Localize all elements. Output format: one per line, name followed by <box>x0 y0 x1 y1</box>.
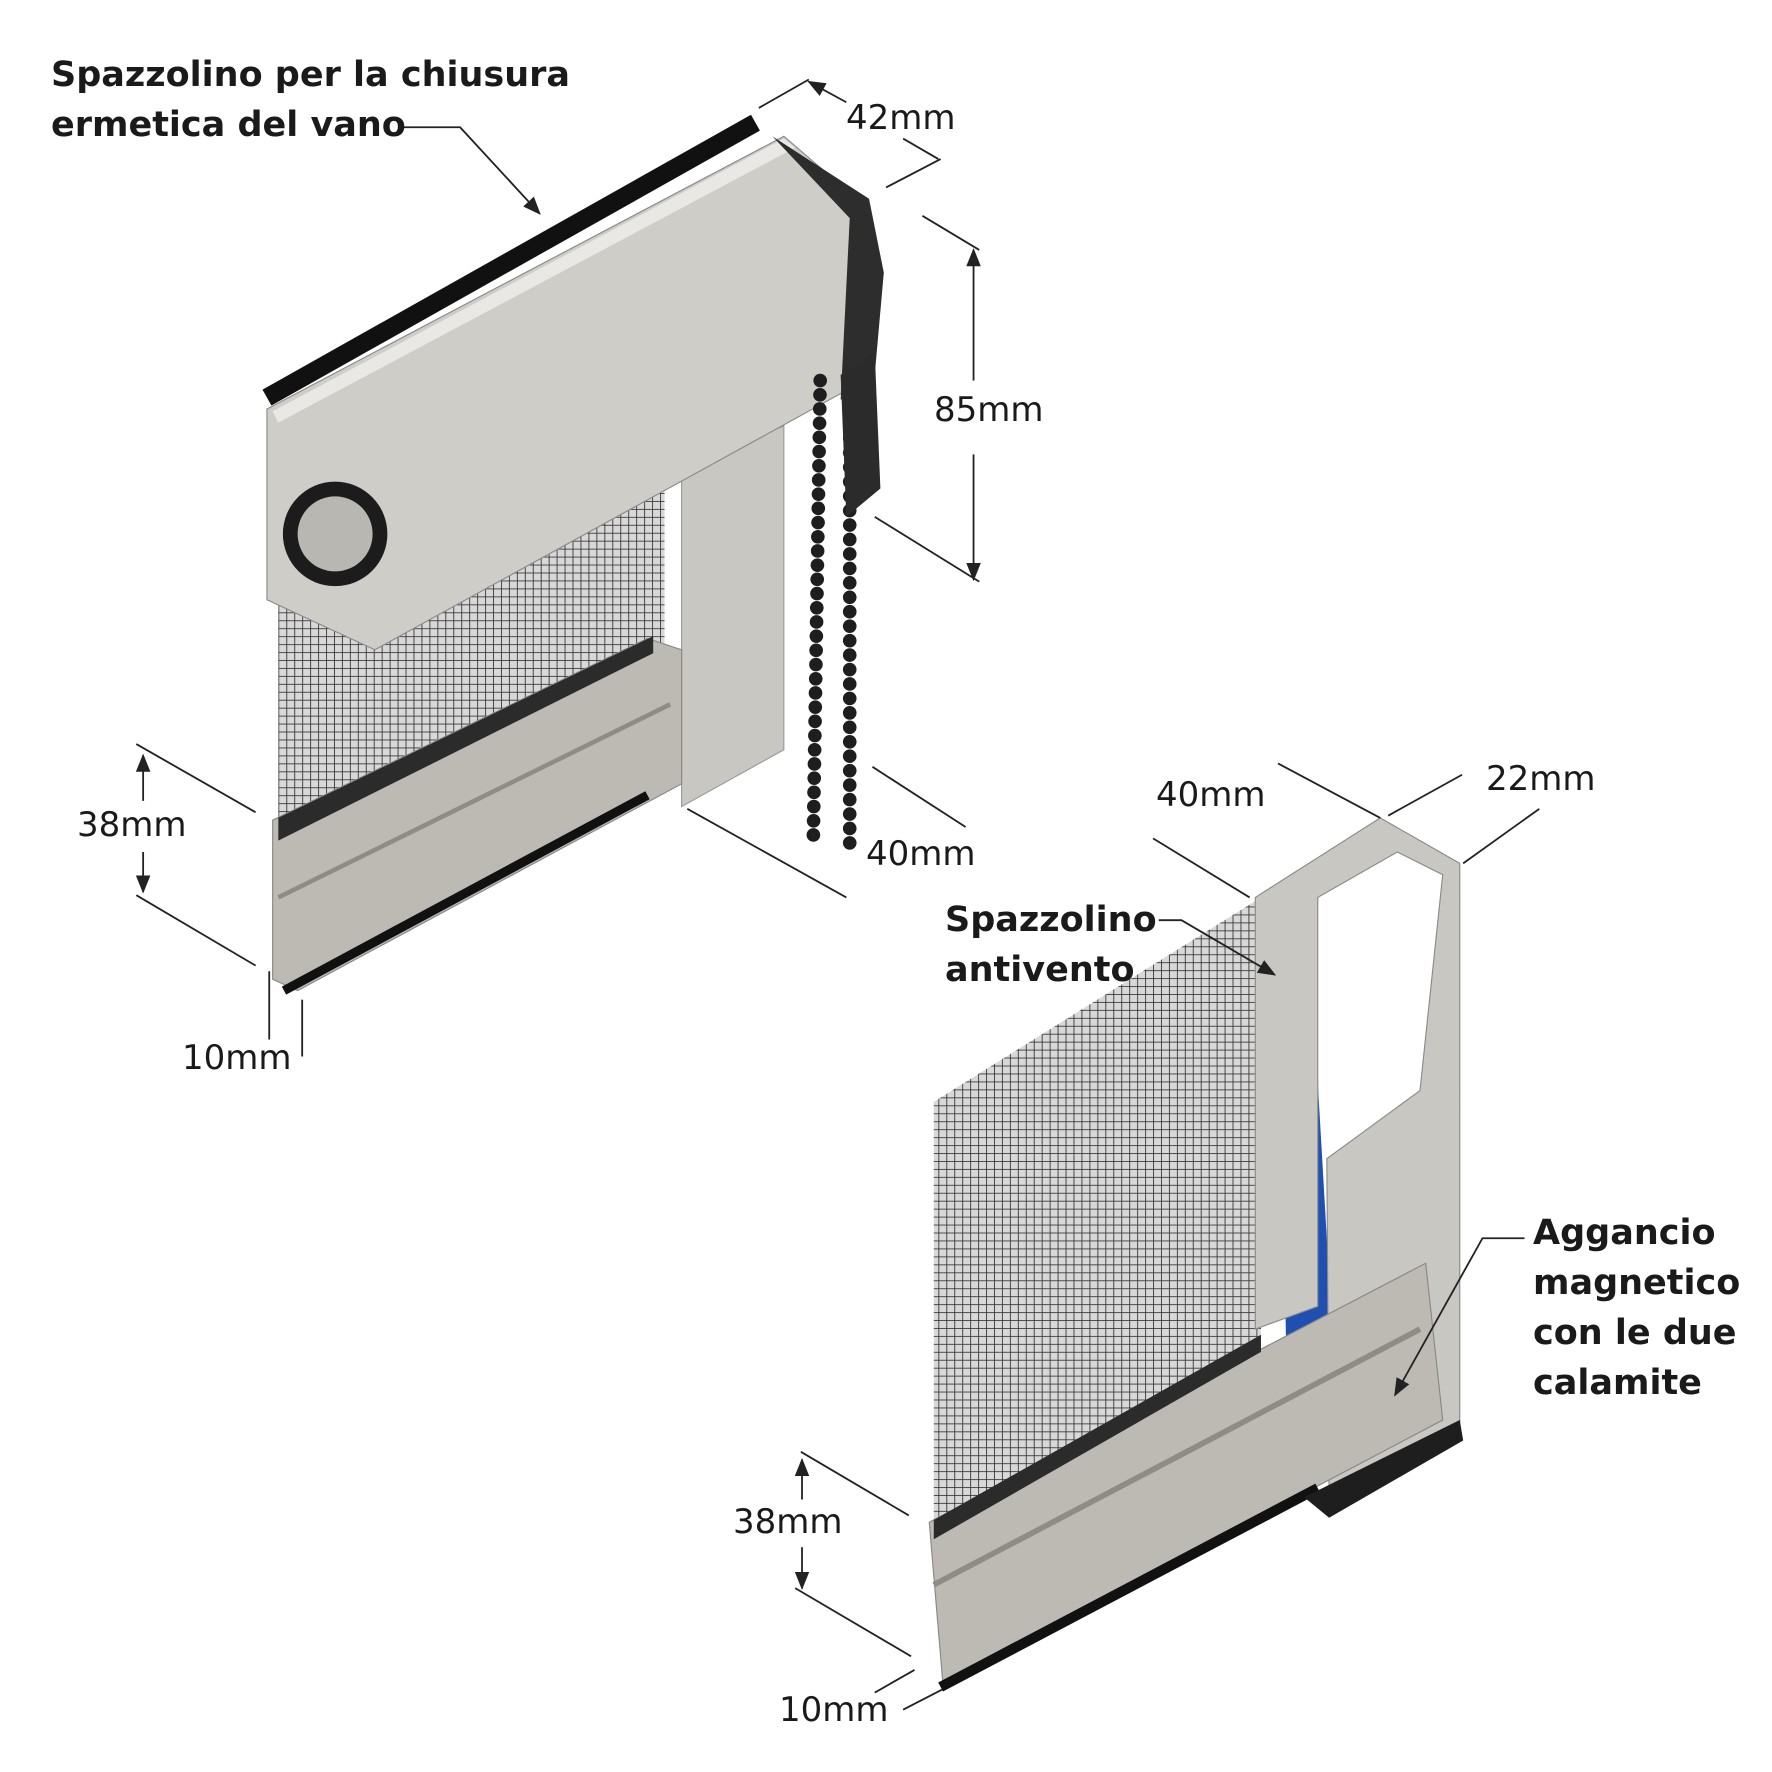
chain-bead <box>842 633 857 648</box>
chain-bead <box>842 532 857 547</box>
chain-bead <box>812 458 826 473</box>
mesh-bottom <box>933 897 1261 1523</box>
chain-bead <box>811 529 825 544</box>
dim-guide-width-bottom: 22mm <box>1486 759 1596 799</box>
dim-brush-top: 10mm <box>182 1038 292 1078</box>
dim-bar-height-top: 38mm <box>77 805 187 845</box>
dim-cassette-height: 85mm <box>934 390 1044 430</box>
chain-bead <box>842 720 857 735</box>
chain-bead <box>811 487 826 501</box>
chain-bead <box>842 590 857 605</box>
dim-brush-bottom: 10mm <box>779 1690 889 1730</box>
chain-bead <box>808 686 823 700</box>
chain-bead <box>811 473 826 487</box>
chain-bead <box>811 515 825 530</box>
chain-bead <box>809 600 824 615</box>
chain-bead <box>842 619 857 634</box>
chain-bead <box>842 778 857 792</box>
label-windproof-brush: Spazzolino antivento <box>945 895 1157 995</box>
label-line: Spazzolino per la chiusura <box>51 55 571 95</box>
chain-bead <box>842 792 857 807</box>
dim-guide-depth-bottom: 40mm <box>1156 775 1266 815</box>
chain-bead <box>809 643 823 658</box>
chain-bead <box>842 604 857 619</box>
top-brush <box>262 114 760 406</box>
chain-bead <box>812 402 827 416</box>
chain-bead <box>806 813 821 828</box>
side-guide-assembly <box>928 817 1464 1692</box>
chain-bead <box>808 714 822 729</box>
chain-bead <box>842 836 857 850</box>
chain-bead <box>807 771 822 785</box>
chain-bead <box>807 757 822 771</box>
chain-bead <box>808 728 822 743</box>
chain-bead <box>812 430 827 445</box>
chain-bead <box>842 821 857 836</box>
roller-cassette-assembly: /* placeholder */ <box>262 114 884 995</box>
chain-bead <box>813 373 828 388</box>
label-line: magnetico <box>1533 1263 1741 1303</box>
chain-bead <box>810 544 825 558</box>
chain-bead <box>842 706 857 720</box>
dimension-lines <box>135 78 1540 1711</box>
chain-bead <box>842 662 857 677</box>
chain-bead <box>812 416 827 430</box>
chain-bead <box>810 586 824 601</box>
chain-bead <box>812 444 826 459</box>
chain-bead <box>808 671 823 686</box>
label-magnetic-hook: Aggancio magnetico con le due calamite <box>1533 1208 1740 1408</box>
chain-bead <box>842 691 857 706</box>
chain-bead <box>806 799 821 814</box>
chain-bracket <box>840 352 881 517</box>
chain-bead <box>842 561 857 576</box>
magnet-base <box>1304 1420 1464 1518</box>
end-cap <box>772 136 884 400</box>
label-line: ermetica del vano <box>51 105 406 145</box>
chain-bead <box>842 807 857 821</box>
dim-guide-depth-top: 40mm <box>866 834 976 874</box>
label-line: calamite <box>1533 1363 1702 1403</box>
chain-bead <box>809 629 824 643</box>
side-guide-top <box>681 425 785 808</box>
chain-bead <box>842 648 857 662</box>
chain-bead <box>842 734 857 749</box>
label-top-brush: Spazzolino per la chiusura ermetica del … <box>51 50 570 150</box>
chain-bead <box>842 576 857 590</box>
chain-bead <box>807 785 821 800</box>
chain-bead <box>842 547 857 561</box>
chain-bead <box>811 501 826 516</box>
chain-bead <box>842 763 857 778</box>
chain-bead <box>809 657 823 672</box>
label-line: Aggancio <box>1533 1213 1716 1253</box>
dim-bar-height-bottom: 38mm <box>733 1502 843 1542</box>
chain-bead <box>810 558 825 572</box>
chain-bead <box>813 387 827 402</box>
chain-bead <box>807 742 822 757</box>
bottom-bar-top <box>272 637 683 992</box>
chain-bead <box>842 749 857 764</box>
chain-bead <box>810 572 825 587</box>
chain-bead <box>808 700 823 714</box>
label-line: antivento <box>945 950 1135 990</box>
chain-bead <box>809 615 824 629</box>
label-line: con le due <box>1533 1313 1737 1353</box>
chain-bead <box>806 828 821 842</box>
dim-cassette-depth: 42mm <box>846 98 956 138</box>
label-line: Spazzolino <box>945 900 1157 940</box>
bottom-brush <box>938 1483 1321 1692</box>
chain-bead <box>842 518 857 532</box>
chain-bead <box>842 677 857 691</box>
